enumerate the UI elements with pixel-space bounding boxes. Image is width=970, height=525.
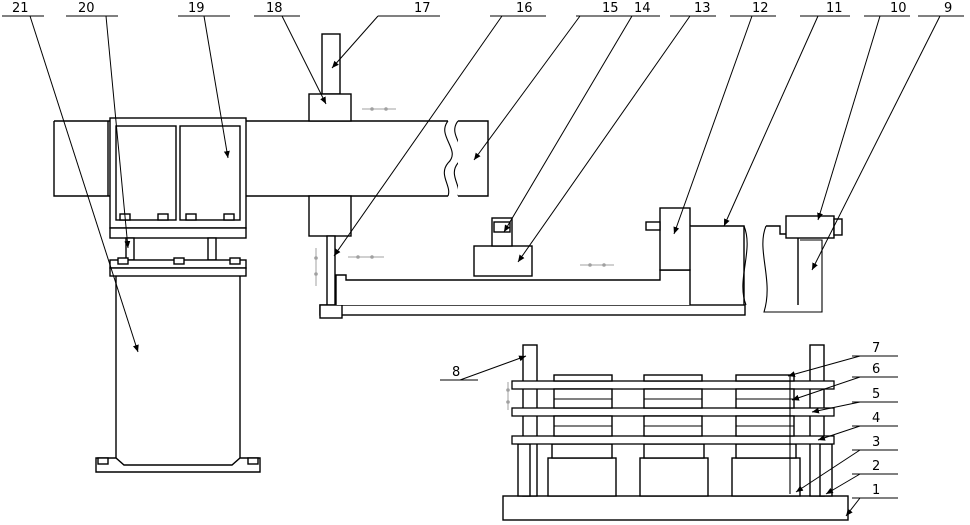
shelf-level-1 xyxy=(512,436,834,444)
carriage-head xyxy=(309,94,351,121)
bottom-crates xyxy=(548,444,800,496)
lower-rack xyxy=(110,228,246,276)
label-12: 12 xyxy=(752,1,769,16)
label-14: 14 xyxy=(634,1,651,16)
label-8: 8 xyxy=(452,365,460,380)
label-10: 10 xyxy=(890,1,907,16)
slide-rail xyxy=(320,208,747,318)
base-plate xyxy=(503,496,848,520)
shelf-level-3 xyxy=(512,381,834,389)
motion-arrow-vertical-left xyxy=(314,248,318,286)
carriage-lower xyxy=(309,196,351,236)
label-16: 16 xyxy=(516,1,533,16)
label-15: 15 xyxy=(602,1,619,16)
vertical-cylinder xyxy=(322,34,340,94)
shelving-unit xyxy=(503,345,848,520)
label-17: 17 xyxy=(414,1,431,16)
cabinet xyxy=(110,118,246,228)
label-18: 18 xyxy=(266,1,283,16)
label-20: 20 xyxy=(78,1,95,16)
vertical-carriage xyxy=(309,34,351,306)
motion-arrow-rail xyxy=(348,255,384,259)
end-cylinder xyxy=(763,216,842,312)
label-19: 19 xyxy=(188,1,205,16)
label-3: 3 xyxy=(872,435,880,450)
motion-arrow-vertical-right xyxy=(506,382,510,410)
label-7: 7 xyxy=(872,341,880,356)
label-11: 11 xyxy=(826,1,843,16)
label-9: 9 xyxy=(944,1,952,16)
label-1: 1 xyxy=(872,483,880,498)
label-6: 6 xyxy=(872,362,880,377)
motion-arrow-beam xyxy=(362,107,396,111)
label-5: 5 xyxy=(872,387,880,402)
label-2: 2 xyxy=(872,459,880,474)
label-21: 21 xyxy=(12,1,29,16)
support-column xyxy=(96,276,260,472)
label-13: 13 xyxy=(694,1,711,16)
shelf-level-2 xyxy=(512,408,834,416)
label-4: 4 xyxy=(872,411,880,426)
motion-arrow-slide xyxy=(580,263,614,267)
vertical-rod xyxy=(327,236,335,306)
